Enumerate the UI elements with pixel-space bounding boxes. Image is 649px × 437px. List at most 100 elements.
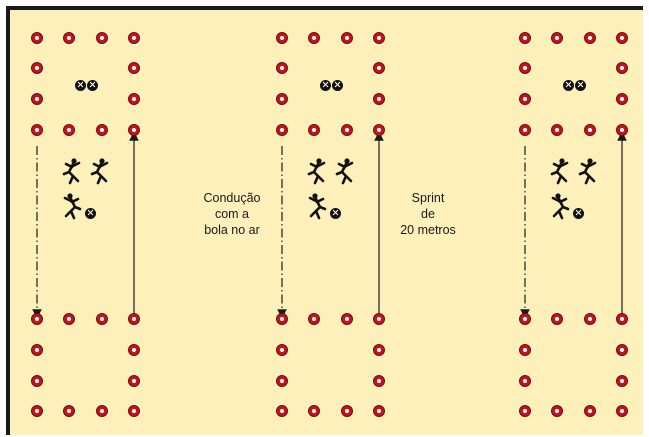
soccer-ball-icon bbox=[74, 80, 86, 91]
conducao-line-1: Condução bbox=[203, 191, 261, 205]
cone-marker-icon bbox=[308, 405, 320, 417]
cone-marker-icon bbox=[276, 124, 288, 136]
player-dribbling-icon bbox=[63, 193, 82, 220]
cone-marker-icon bbox=[63, 405, 75, 417]
cone-marker-icon bbox=[128, 93, 140, 105]
cone-marker-icon bbox=[63, 124, 75, 136]
cone-marker-icon bbox=[63, 32, 75, 44]
soccer-ball-icon bbox=[573, 208, 584, 219]
cone-marker-icon bbox=[616, 375, 628, 387]
cone-marker-icon bbox=[373, 375, 385, 387]
cone-marker-icon bbox=[551, 32, 563, 44]
cone-marker-icon bbox=[96, 124, 108, 136]
cone-marker-icon bbox=[31, 32, 43, 44]
cone-marker-icon bbox=[519, 32, 531, 44]
player-dribbling-icon bbox=[308, 193, 327, 220]
cone-marker-icon bbox=[519, 124, 531, 136]
cone-marker-icon bbox=[276, 375, 288, 387]
player-running-icon bbox=[307, 158, 326, 185]
cone-marker-icon bbox=[308, 32, 320, 44]
cone-marker-icon bbox=[276, 313, 288, 325]
cone-marker-icon bbox=[276, 344, 288, 356]
cone-marker-icon bbox=[519, 62, 531, 74]
player-running-icon bbox=[335, 158, 354, 185]
cone-marker-icon bbox=[373, 62, 385, 74]
cone-marker-icon bbox=[128, 62, 140, 74]
player-dribbling-icon bbox=[551, 193, 570, 220]
sprint-line-1: Sprint bbox=[411, 191, 445, 205]
cone-marker-icon bbox=[616, 93, 628, 105]
cone-marker-icon bbox=[276, 405, 288, 417]
conducao-label: Condução com a bola no ar bbox=[190, 190, 274, 238]
cone-marker-icon bbox=[616, 405, 628, 417]
cone-marker-icon bbox=[276, 32, 288, 44]
soccer-ball-icon bbox=[85, 208, 96, 219]
cone-marker-icon bbox=[519, 344, 531, 356]
cone-marker-icon bbox=[31, 344, 43, 356]
cone-marker-icon bbox=[616, 313, 628, 325]
cone-marker-icon bbox=[551, 124, 563, 136]
cone-marker-icon bbox=[519, 93, 531, 105]
player-running-icon bbox=[578, 158, 597, 185]
cone-marker-icon bbox=[128, 32, 140, 44]
cone-marker-icon bbox=[128, 344, 140, 356]
cone-marker-icon bbox=[276, 93, 288, 105]
cone-marker-icon bbox=[63, 313, 75, 325]
cone-marker-icon bbox=[308, 124, 320, 136]
cone-marker-icon bbox=[551, 313, 563, 325]
soccer-ball-icon bbox=[319, 80, 331, 91]
cone-marker-icon bbox=[31, 124, 43, 136]
cone-marker-icon bbox=[31, 313, 43, 325]
cone-marker-icon bbox=[96, 32, 108, 44]
sprint-label: Sprint de 20 metros bbox=[390, 190, 466, 238]
cone-marker-icon bbox=[373, 93, 385, 105]
cone-marker-icon bbox=[31, 93, 43, 105]
cone-marker-icon bbox=[31, 62, 43, 74]
sprint-line-3: 20 metros bbox=[400, 223, 456, 237]
cone-marker-icon bbox=[584, 313, 596, 325]
cone-marker-icon bbox=[128, 375, 140, 387]
cone-marker-icon bbox=[373, 124, 385, 136]
conducao-line-3: bola no ar bbox=[204, 223, 260, 237]
cone-marker-icon bbox=[373, 32, 385, 44]
cone-marker-icon bbox=[616, 344, 628, 356]
cone-marker-icon bbox=[341, 313, 353, 325]
cone-marker-icon bbox=[373, 313, 385, 325]
cone-marker-icon bbox=[128, 124, 140, 136]
cone-marker-icon bbox=[128, 405, 140, 417]
cone-marker-icon bbox=[616, 124, 628, 136]
cone-marker-icon bbox=[616, 62, 628, 74]
cone-marker-icon bbox=[519, 375, 531, 387]
cone-marker-icon bbox=[584, 124, 596, 136]
player-running-icon bbox=[90, 158, 109, 185]
soccer-ball-icon bbox=[562, 80, 574, 91]
cone-marker-icon bbox=[308, 313, 320, 325]
soccer-ball-icon bbox=[574, 80, 586, 91]
cone-marker-icon bbox=[341, 405, 353, 417]
soccer-ball-icon bbox=[86, 80, 98, 91]
cone-marker-icon bbox=[31, 405, 43, 417]
cone-marker-icon bbox=[31, 375, 43, 387]
cone-marker-icon bbox=[276, 62, 288, 74]
cone-marker-icon bbox=[584, 405, 596, 417]
player-running-icon bbox=[550, 158, 569, 185]
cone-marker-icon bbox=[519, 405, 531, 417]
conducao-line-2: com a bbox=[214, 207, 250, 221]
cone-marker-icon bbox=[96, 405, 108, 417]
cone-marker-icon bbox=[373, 344, 385, 356]
cone-marker-icon bbox=[551, 405, 563, 417]
training-field bbox=[6, 6, 643, 435]
sprint-line-2: de bbox=[421, 207, 435, 221]
cone-marker-icon bbox=[519, 313, 531, 325]
player-running-icon bbox=[62, 158, 81, 185]
soccer-ball-icon bbox=[331, 80, 343, 91]
cone-marker-icon bbox=[373, 405, 385, 417]
cone-marker-icon bbox=[96, 313, 108, 325]
soccer-ball-icon bbox=[330, 208, 341, 219]
cone-marker-icon bbox=[128, 313, 140, 325]
cone-marker-icon bbox=[341, 124, 353, 136]
cone-marker-icon bbox=[584, 32, 596, 44]
cone-marker-icon bbox=[341, 32, 353, 44]
